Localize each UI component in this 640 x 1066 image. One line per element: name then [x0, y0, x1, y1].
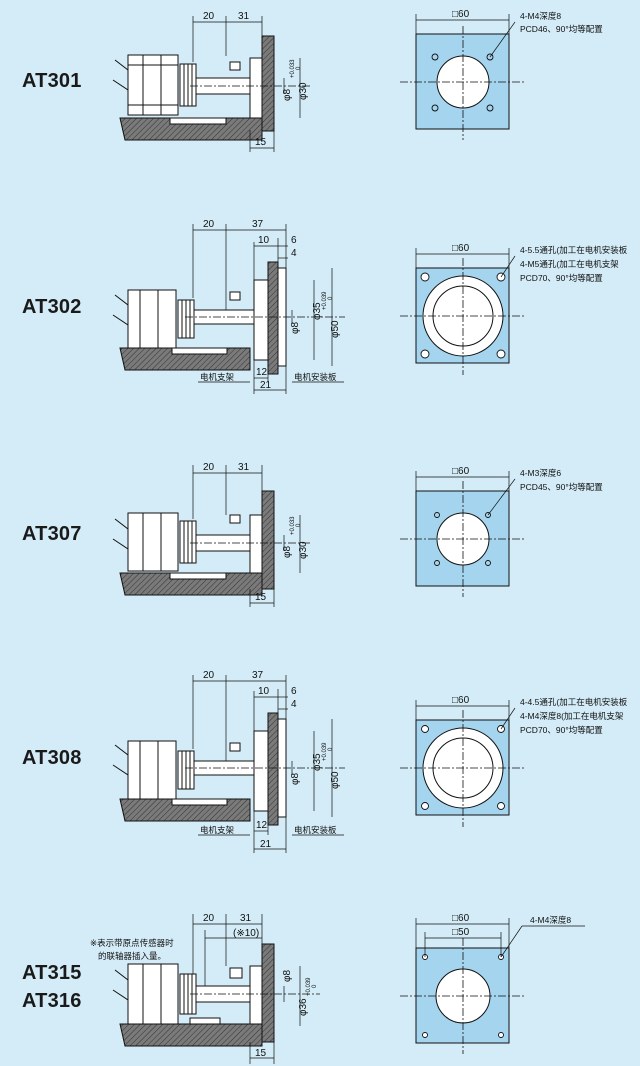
side-view-drawing: 20 37 10 6 4 φ8 φ35 φ50 +0.039 0 12 21 电…: [112, 670, 345, 853]
front-size: □60: [452, 913, 470, 924]
tol-lower: 0: [328, 296, 334, 300]
tol-lower: 0: [312, 984, 318, 988]
section-at301: AT301: [0, 0, 640, 210]
dim-31: 31: [240, 913, 252, 924]
dim-31: 31: [238, 462, 250, 473]
front-view-drawing: □60 4-5.5通孔(加工在电机安装板 4-M5通孔(加工在电机支架 PCD7…: [400, 243, 628, 375]
dim-shaft: φ8: [282, 970, 293, 982]
front-note-2: 4-M4深度8(加工在电机支架: [520, 711, 624, 721]
dim-4: 4: [291, 699, 297, 710]
dim-37: 37: [252, 219, 264, 230]
section-at308: AT308 20 37: [0, 645, 640, 870]
front-view-drawing: □60 4-M4深度8 PCD46、90°均等配置: [400, 9, 603, 140]
dim-20: 20: [203, 913, 215, 924]
dim-boss: φ30: [298, 82, 309, 100]
front-note-1: 4-M4深度8: [520, 11, 561, 21]
front-note-2: 4-M5通孔(加工在电机支架: [520, 259, 619, 269]
model-label: AT308: [22, 747, 82, 769]
plate-label: 电机安装板: [294, 825, 337, 835]
dim-20: 20: [203, 462, 215, 473]
dim-shaft: φ8: [290, 773, 301, 785]
dim-37: 37: [252, 670, 264, 681]
dim-12: 12: [256, 367, 268, 378]
tol-lower: 0: [296, 523, 302, 527]
dim-shaft: φ8: [282, 89, 293, 101]
dim-10: (※10): [233, 928, 259, 939]
asterisk-note-2: 的联轴器插入量。: [98, 951, 166, 961]
model-label: AT301: [22, 70, 82, 92]
section-at307: AT307 20 31: [0, 435, 640, 645]
front-note-3: PCD70、90°均等配置: [520, 725, 603, 735]
section-at315-at316: AT315 AT316 ※表示带原点传感器时 的联轴器插入量。: [0, 870, 640, 1066]
dim-6: 6: [291, 686, 297, 697]
dim-4: 4: [291, 248, 297, 259]
tol-upper: +0.039: [322, 291, 328, 310]
dim-21: 21: [260, 839, 272, 850]
side-view-drawing: 20 37 10 6 4 φ8 φ35 φ50 +0.039 0 12 21 电…: [112, 219, 345, 394]
dim-boss: φ50: [330, 771, 341, 789]
front-note-3: PCD70、90°均等配置: [520, 273, 603, 283]
front-note-2: PCD45、90°均等配置: [520, 482, 603, 492]
side-view-drawing: 20 31 φ8 φ30 +0.033 0 15: [112, 462, 310, 607]
front-note-1: 4-M3深度6: [520, 468, 561, 478]
dim-15: 15: [255, 1048, 267, 1059]
section-at302: AT302 20 3: [0, 210, 640, 435]
model-label-2: AT316: [22, 990, 82, 1012]
asterisk-note-1: ※表示带原点传感器时: [90, 938, 174, 948]
front-size: □60: [452, 695, 470, 706]
front-note-1: 4-4.5通孔(加工在电机安装板: [520, 697, 628, 707]
bracket-label: 电机支架: [200, 372, 235, 382]
tol-upper: +0.039: [322, 742, 328, 761]
bracket-label: 电机支架: [200, 825, 235, 835]
dim-15: 15: [255, 592, 267, 603]
dim-10: 10: [258, 686, 270, 697]
model-label: AT307: [22, 523, 82, 545]
dim-10: 10: [258, 235, 270, 246]
dim-boss: φ30: [298, 541, 309, 559]
tol-lower: 0: [328, 747, 334, 751]
dim-20: 20: [203, 219, 215, 230]
side-view-drawing: 20 31 φ8 φ30 +0.033 0 15: [112, 11, 310, 152]
model-label: AT302: [22, 296, 82, 318]
dim-20: 20: [203, 670, 215, 681]
plate-label: 电机安装板: [294, 372, 337, 382]
front-size: □60: [452, 466, 470, 477]
dim-boss: φ50: [330, 320, 341, 338]
model-label-1: AT315: [22, 962, 82, 984]
dim-6: 6: [291, 235, 297, 246]
front-note-1: 4-5.5通孔(加工在电机安装板: [520, 245, 628, 255]
front-size: □60: [452, 243, 470, 254]
front-note-2: PCD46、90°均等配置: [520, 24, 603, 34]
tol-lower: 0: [296, 66, 302, 70]
tol-upper: +0.033: [290, 59, 296, 78]
front-view-drawing: □60 □50 4-M4深度8: [400, 913, 585, 1054]
dim-mid: φ35: [312, 753, 323, 771]
front-size-2: □50: [452, 927, 470, 938]
dim-15: 15: [255, 137, 267, 148]
front-size: □60: [452, 9, 470, 20]
tol-upper: +0.033: [290, 516, 296, 535]
front-view-drawing: □60 4-M3深度6 PCD45、90°均等配置: [400, 466, 603, 597]
tol-upper: +0.039: [306, 977, 312, 996]
front-view-drawing: □60 4-4.5通孔(加工在电机安装板 4-M4深度8(加工在电机支架 PCD…: [400, 695, 628, 827]
dim-21: 21: [260, 380, 272, 391]
dim-shaft: φ8: [290, 322, 301, 334]
dim-boss: φ36: [298, 998, 309, 1016]
dim-mid: φ35: [312, 302, 323, 320]
dim-31: 31: [238, 11, 250, 22]
dim-shaft: φ8: [282, 546, 293, 558]
dim-20: 20: [203, 11, 215, 22]
front-note-1: 4-M4深度8: [530, 915, 571, 925]
side-view-drawing: ※表示带原点传感器时 的联轴器插入量。 20 31 (※10) φ: [90, 913, 320, 1064]
dim-12: 12: [256, 820, 268, 831]
